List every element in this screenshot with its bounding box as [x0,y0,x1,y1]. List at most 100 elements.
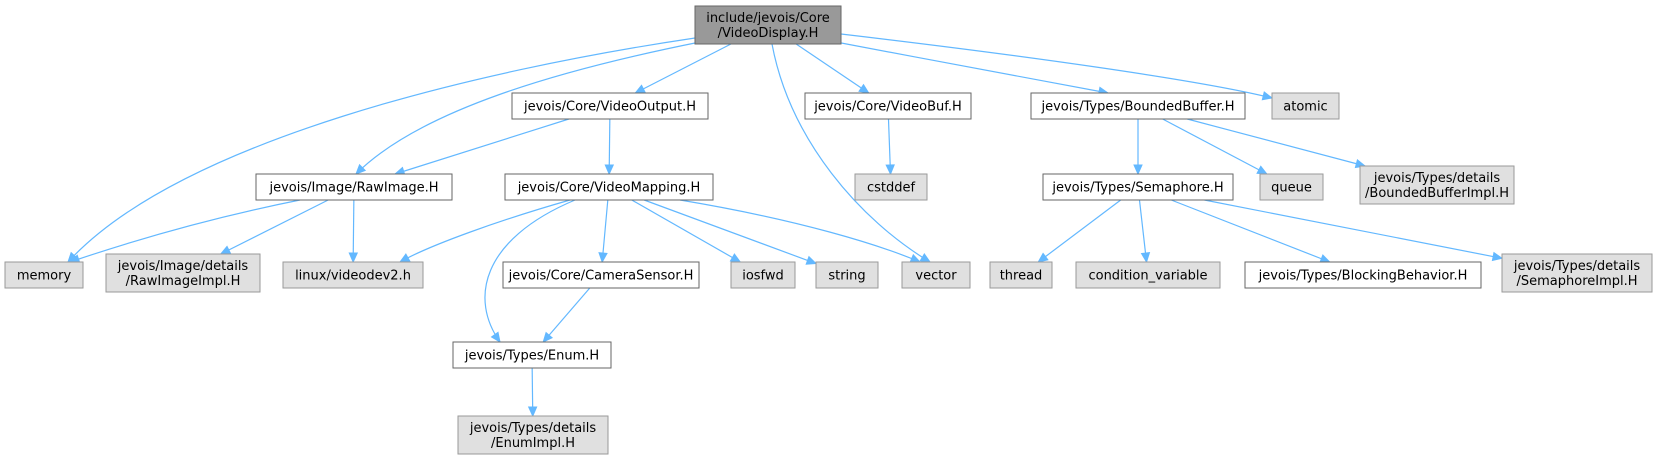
node-box [1030,92,1246,120]
edge-arrowhead [355,163,367,175]
edge-line [399,199,571,263]
edge-videomapping-to-camerasensor [598,199,609,264]
edge-arrowhead [348,252,359,264]
edge-line [635,43,732,94]
node-boundedbufferimpl: jevois/Types/details/BoundedBufferImpl.H [1359,165,1515,205]
node-box [4,261,84,289]
node-string: string [815,261,879,289]
edge-semaphore-to-semaphoreimpl [1204,199,1504,262]
node-box [457,415,609,455]
edge-videomapping-to-string [643,199,818,265]
edge-boundedbuffer-to-boundedbufferimpl [1187,118,1367,169]
node-box [1042,173,1234,201]
edge-line [484,199,576,343]
edge-arrowhead [219,245,232,255]
node-thread: thread [989,261,1053,289]
edge-arrowhead [604,164,615,176]
edge-arrowhead [1133,164,1143,176]
node-label: linux/videodev2.h [295,269,411,284]
edge-line [352,199,355,263]
node-enumimpl: jevois/Types/details/EnumImpl.H [457,415,609,455]
node-videooutput[interactable]: jevois/Core/VideoOutput.H [511,92,709,120]
edge-root-to-videooutput [634,43,732,94]
edge-boundedbuffer-to-semaphore [1133,119,1143,176]
node-box [1359,165,1515,205]
node-root[interactable]: include/jevois/Core/VideoDisplay.H [694,5,842,45]
node-box [504,173,714,201]
edge-line [835,41,1109,94]
node-label: string [828,269,865,284]
node-label: /VideoDisplay.H [718,26,819,41]
node-label: jevois/Image/details [117,259,249,274]
edge-arrowhead [490,331,501,344]
edge-line [1162,118,1268,175]
edge-arrowhead [1037,252,1049,263]
edge-line [1138,199,1148,263]
edge-line [1204,199,1503,259]
edge-line [542,287,591,343]
edge-arrowhead [909,253,922,263]
node-label: queue [1271,181,1312,196]
edge-arrowhead [729,253,742,263]
edge-arrowhead [634,84,646,94]
node-label: jevois/Types/details [469,421,597,436]
edge-rawimage-to-rawimageimpl [219,199,329,255]
node-box [452,341,612,369]
edges-layer [67,33,1504,418]
node-label: jevois/Types/details [1513,259,1641,274]
node-box [1271,92,1340,120]
node-label: vector [915,269,957,284]
node-label: jevois/Core/CameraSensor.H [508,269,694,284]
node-semaphore[interactable]: jevois/Types/Semaphore.H [1042,173,1234,201]
edge-arrowhead [858,83,870,94]
edge-arrowhead [1319,254,1331,263]
node-box [502,261,700,289]
node-rawimage[interactable]: jevois/Image/RawImage.H [255,173,453,201]
node-videobuf[interactable]: jevois/Core/VideoBuf.H [804,92,972,120]
node-semaphoreimpl: jevois/Types/details/SemaphoreImpl.H [1501,253,1653,293]
node-label: memory [17,269,72,284]
edge-line [601,199,609,263]
node-videomapping[interactable]: jevois/Core/VideoMapping.H [504,173,714,201]
edge-videobuf-to-cstddef [885,118,895,176]
node-label: /BoundedBufferImpl.H [1365,186,1509,201]
edge-semaphore-to-condvar [1138,199,1151,264]
node-boundedbuffer[interactable]: jevois/Types/BoundedBuffer.H [1030,92,1246,120]
node-box [282,261,424,289]
edge-root-to-vector [771,43,932,263]
edge-arrowhead [1256,165,1268,175]
node-label: condition_variable [1088,269,1207,284]
node-label: jevois/Types/Semaphore.H [1051,181,1223,196]
node-blocking[interactable]: jevois/Types/BlockingBehavior.H [1244,261,1482,289]
edge-videomapping-to-enum [484,199,576,344]
edge-arrowhead [1261,91,1274,101]
edge-camerasensor-to-enum [542,287,591,343]
edge-line [1187,118,1366,167]
node-label: cstddef [867,181,916,196]
node-label: atomic [1283,100,1327,115]
node-queue: queue [1259,173,1324,201]
edge-boundedbuffer-to-queue [1162,118,1268,175]
node-camerasensor[interactable]: jevois/Core/CameraSensor.H [502,261,700,289]
edge-root-to-videobuf [795,43,870,94]
node-enum[interactable]: jevois/Types/Enum.H [452,341,612,369]
node-box [694,5,842,45]
node-label: /RawImageImpl.H [126,274,241,289]
node-memory: memory [4,261,84,289]
edge-arrowhead [885,164,895,176]
node-box [255,173,453,201]
edge-line [840,33,1273,99]
node-box [730,261,796,289]
node-iosfwd: iosfwd [730,261,796,289]
node-label: thread [1000,269,1043,284]
edge-arrowhead [1491,251,1504,262]
edge-line [69,199,301,263]
node-label: jevois/Types/details [1373,171,1501,186]
edge-arrowhead [805,255,818,265]
edge-line [355,41,701,175]
edge-root-to-rawimage [355,41,701,175]
node-label: include/jevois/Core [706,11,830,26]
node-box [989,261,1053,289]
node-cstddef: cstddef [854,173,928,201]
